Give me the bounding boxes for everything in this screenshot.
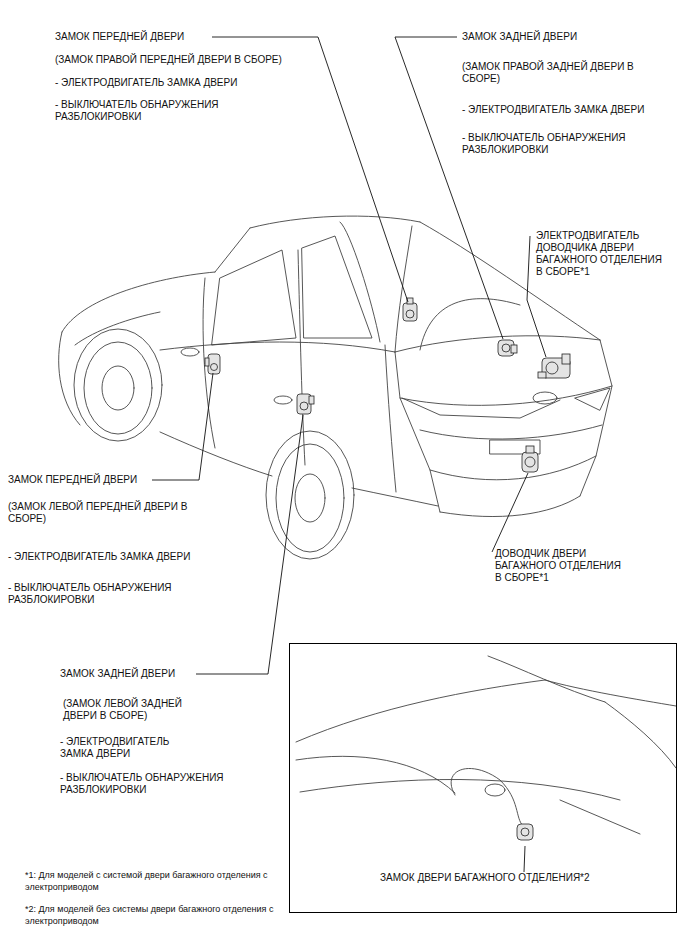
part-label: ЗАМОК ЗАДНЕЙ ДВЕРИ [60, 668, 260, 680]
part-label: ЗАМОК ПЕРЕДНЕЙ ДВЕРИ [55, 31, 275, 43]
part-label: - ЭЛЕКТРОДВИГАТЕЛЬ ЗАМКА ДВЕРИ [8, 551, 228, 563]
part-label: (ЗАМОК ЛЕВОЙ ПЕРЕДНЕЙ ДВЕРИ В СБОРЕ) [8, 501, 198, 525]
footnote: *1: Для моделей с системой двери багажно… [25, 869, 275, 893]
part-label: - ВЫКЛЮЧАТЕЛЬ ОБНАРУЖЕНИЯ РАЗБЛОКИРОВКИ [462, 132, 647, 156]
part-label: (ЗАМОК ЛЕВОЙ ЗАДНЕЙ ДВЕРИ В СБОРЕ) [63, 698, 213, 722]
part-label: - ЭЛЕКТРОДВИГАТЕЛЬ ЗАМКА ДВЕРИ [55, 77, 315, 89]
part-label: ЗАМОК ЗАДНЕЙ ДВЕРИ [462, 31, 662, 43]
part-label: - ВЫКЛЮЧАТЕЛЬ ОБНАРУЖЕНИЯ РАЗБЛОКИРОВКИ [8, 582, 193, 606]
part-label: ЭЛЕКТРОДВИГАТЕЛЬ ДОВОДЧИКА ДВЕРИ БАГАЖНО… [536, 230, 671, 278]
inset-frame: ЗАМОК ДВЕРИ БАГАЖНОГО ОТДЕЛЕНИЯ*2 [289, 643, 677, 913]
part-label: ЗАМОК ДВЕРИ БАГАЖНОГО ОТДЕЛЕНИЯ*2 [378, 872, 592, 884]
part-label: - ВЫКЛЮЧАТЕЛЬ ОБНАРУЖЕНИЯ РАЗБЛОКИРОВКИ [55, 99, 240, 123]
part-label: (ЗАМОК ПРАВОЙ ПЕРЕДНЕЙ ДВЕРИ В СБОРЕ) [55, 54, 345, 66]
part-label: - ЭЛЕКТРОДВИГАТЕЛЬ ЗАМКА ДВЕРИ [462, 104, 677, 116]
part-label: (ЗАМОК ПРАВОЙ ЗАДНЕЙ ДВЕРИ В СБОРЕ) [462, 61, 647, 85]
part-label: - ЭЛЕКТРОДВИГАТЕЛЬ ЗАМКА ДВЕРИ [60, 736, 195, 760]
part-label: ДОВОДЧИК ДВЕРИ БАГАЖНОГО ОТДЕЛЕНИЯ В СБО… [495, 548, 630, 584]
footnote: *2: Для моделей без системы двери багажн… [25, 903, 275, 927]
part-label: - ВЫКЛЮЧАТЕЛЬ ОБНАРУЖЕНИЯ РАЗБЛОКИРОВКИ [60, 772, 250, 796]
part-label: ЗАМОК ПЕРЕДНЕЙ ДВЕРИ [8, 474, 228, 486]
